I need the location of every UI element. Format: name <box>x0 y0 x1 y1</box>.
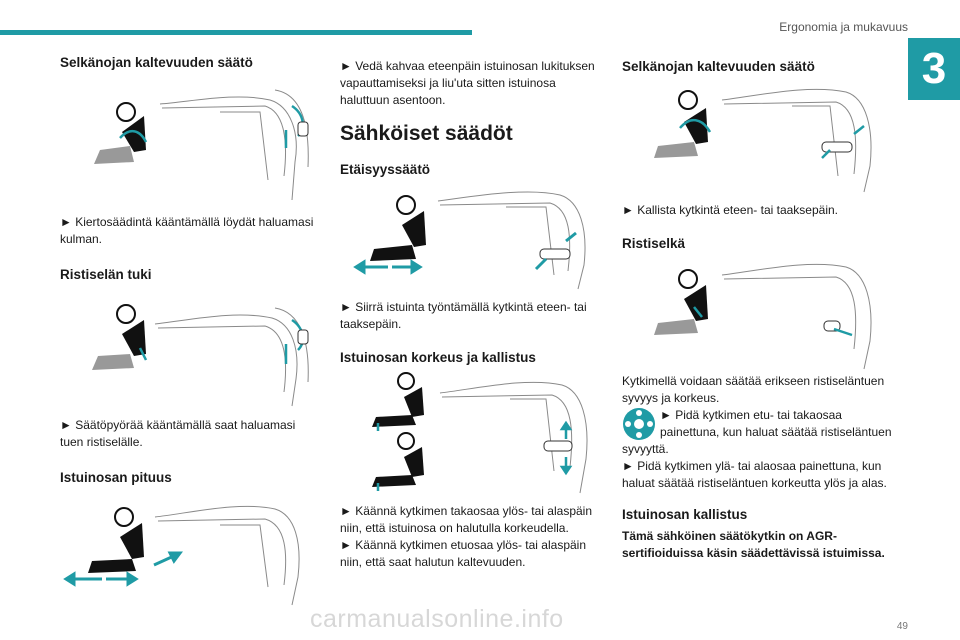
lumbar-switch-icon <box>623 408 655 440</box>
column-right: Selkänojan kaltevuuden säätö ► Kallista … <box>622 52 892 562</box>
watermark: carmanualsonline.info <box>310 605 564 633</box>
chapter-tab: 3 <box>908 38 960 100</box>
seat-diagram-icon <box>654 263 872 370</box>
text-seat-tilt: ► Käännä kytkimen etuosaa ylös- tai alas… <box>340 538 587 569</box>
text-distance-adjustment: ► Siirrä istuinta työntämällä kytkintä e… <box>340 300 587 331</box>
page-number: 49 <box>896 621 908 632</box>
heading-lumbar: Ristiselkä <box>622 236 686 251</box>
text-backrest-tilt-electric: ► Kallista kytkintä eteen- tai taaksepäi… <box>622 203 838 217</box>
heading-seat-height-tilt: Istuinosan korkeus ja kallistus <box>340 350 536 365</box>
seat-diagram-icon <box>94 89 309 201</box>
heading-seat-length: Istuinosan pituus <box>60 470 172 485</box>
heading-lumbar-support: Ristiselän tuki <box>60 267 152 282</box>
note-agr-certified: Tämä sähköinen säätökytkin on AGR-sertif… <box>622 529 885 560</box>
seat-diagram-icon <box>654 88 872 193</box>
text-seat-lever: ► Vedä kahvaa eteenpäin istuinosan lukit… <box>340 59 595 107</box>
seat-diagram-icon <box>372 372 588 494</box>
text-lumbar-depth: ► Pidä kytkimen etu- tai takaosaa painet… <box>622 408 892 456</box>
text-lumbar-height: ► Pidä kytkimen ylä- tai alaosaa painett… <box>622 459 887 490</box>
seat-diagram-icon <box>353 191 586 290</box>
text-seat-height: ► Käännä kytkimen takaosaa ylös- tai ala… <box>340 504 593 535</box>
heading-distance-adjustment: Etäisyyssäätö <box>340 162 431 177</box>
text-lumbar-intro: Kytkimellä voidaan säätää erikseen risti… <box>622 374 885 405</box>
seat-diagram-icon <box>63 505 300 606</box>
heading-electric-adjustments: Sähköiset säädöt <box>340 122 513 145</box>
column-left: Selkänojan kaltevuuden säätö ► Kiertosää… <box>60 52 322 607</box>
section-title: Ergonomia ja mukavuus <box>779 20 908 34</box>
seat-diagram-icon <box>92 304 309 407</box>
header-accent-bar <box>0 30 472 35</box>
column-middle: ► Vedä kahvaa eteenpäin istuinosan lukit… <box>340 52 605 571</box>
heading-backrest-tilt: Selkänojan kaltevuuden säätö <box>60 55 253 70</box>
heading-seat-cushion-tilt: Istuinosan kallistus <box>622 507 748 522</box>
heading-backrest-tilt-electric: Selkänojan kaltevuuden säätö <box>622 59 815 74</box>
text-lumbar-support: ► Säätöpyörää kääntämällä saat haluamasi… <box>60 418 296 449</box>
lumbar-depth-block: ► Pidä kytkimen etu- tai takaosaa painet… <box>622 407 892 458</box>
text-backrest-tilt: ► Kiertosäädintä kääntämällä löydät halu… <box>60 215 314 246</box>
